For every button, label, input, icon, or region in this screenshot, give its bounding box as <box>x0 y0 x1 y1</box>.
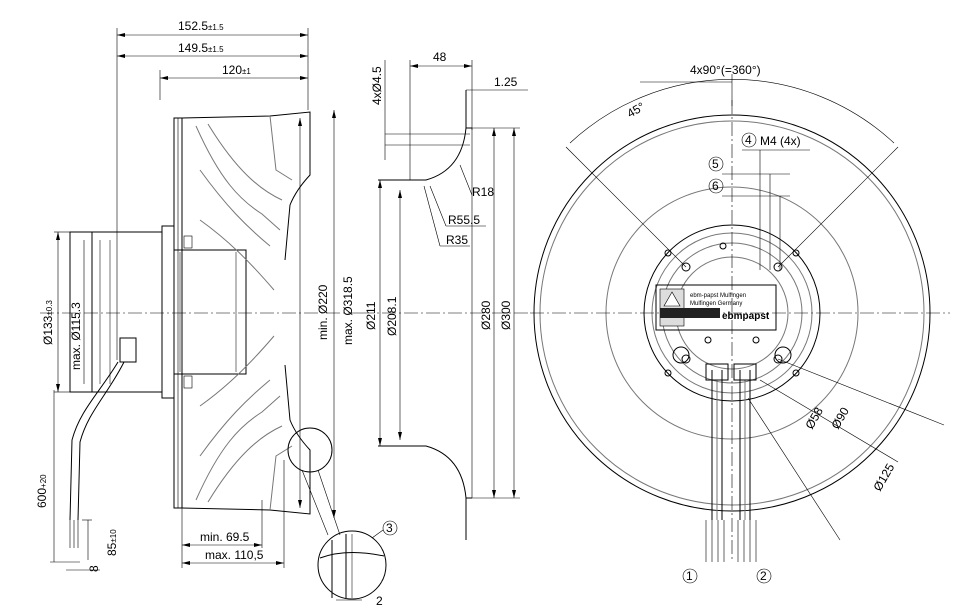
callout-3 <box>382 520 398 536</box>
svg-text:2: 2 <box>760 569 767 583</box>
brand-label: ebmpapst <box>722 311 770 322</box>
max-diameter-label: max. Ø318.5 <box>341 276 355 345</box>
front-view: 4x90°(=360°) 45° 4 M4 (4x) 5 6 <box>530 63 950 584</box>
d90-label: Ø90 <box>828 405 852 432</box>
label-line-2: Mulfingen Germany <box>690 301 742 307</box>
angle-label: 45° <box>625 99 648 120</box>
detail-gap-label: 2 <box>376 594 383 608</box>
callout-5 <box>708 156 724 172</box>
thread-label: M4 (4x) <box>760 134 801 148</box>
r35-label: R35 <box>446 233 468 247</box>
d125-label: Ø125 <box>870 461 897 494</box>
callout-1 <box>682 568 698 584</box>
min-diameter-label: min. Ø220 <box>316 284 330 340</box>
d300-label: Ø300 <box>499 300 513 330</box>
hub-diameter-label: max. Ø115.3 <box>69 302 83 370</box>
flange-length-label: 149.5±1.5 <box>178 41 224 55</box>
max-depth-label: max. 110,5 <box>205 548 264 562</box>
d58-label: Ø58 <box>802 405 826 432</box>
svg-text:5: 5 <box>712 157 719 171</box>
pattern-label: 4x90°(=360°) <box>690 63 761 77</box>
label-line-1: ebm-papst Mulfingen <box>690 293 746 299</box>
d208-label: Ø208.1 <box>385 296 399 336</box>
wire-end-label: 8 <box>87 565 101 572</box>
min-depth-label: min. 69.5 <box>200 530 250 544</box>
callout-4 <box>741 132 757 148</box>
d280-label: Ø280 <box>479 300 493 330</box>
callout-6 <box>708 178 724 194</box>
svg-text:4: 4 <box>745 133 752 147</box>
svg-text:3: 3 <box>386 521 393 535</box>
depth-label: 48 <box>433 50 447 64</box>
cable-length-label: 600+20 <box>35 474 49 508</box>
svg-text:1: 1 <box>686 569 693 583</box>
holes-label: 4xØ4.5 <box>370 66 384 105</box>
motor-diameter-label: Ø133±0.3 <box>41 300 55 345</box>
total-length-label: 152.5±1.5 <box>178 19 224 33</box>
d211-label: Ø211 <box>364 301 378 330</box>
strip-length-label: 85±10 <box>105 529 119 556</box>
lip-label: 1.25 <box>494 75 518 89</box>
r55-label: R55.5 <box>448 213 480 227</box>
side-view: 152.5±1.5 149.5±1.5 120±1 <box>35 19 398 608</box>
r18-label: R18 <box>472 185 494 199</box>
inlet-ring-view: 4xØ4.5 48 1.25 R18 R55.5 R35 <box>360 50 530 540</box>
callout-2 <box>756 568 772 584</box>
svg-text:6: 6 <box>712 179 719 193</box>
rotor-length-label: 120±1 <box>222 63 251 77</box>
